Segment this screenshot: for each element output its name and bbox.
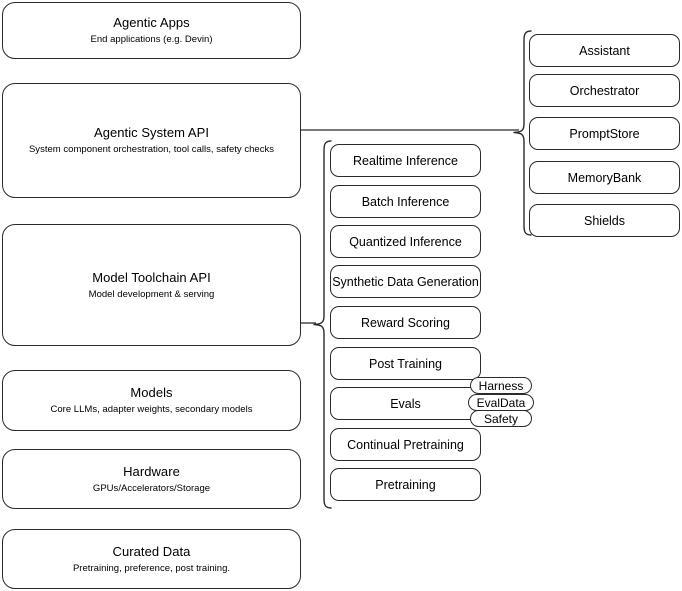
capability-pretraining[interactable]: Pretraining: [330, 468, 481, 501]
layer-subtitle: End applications (e.g. Devin): [90, 34, 213, 45]
system-component-assistant[interactable]: Assistant: [529, 34, 680, 67]
capability-batch-inference[interactable]: Batch Inference: [330, 185, 481, 218]
capability-label: Reward Scoring: [361, 315, 450, 330]
capability-reward-scoring[interactable]: Reward Scoring: [330, 306, 481, 339]
capability-label: Realtime Inference: [353, 153, 458, 168]
capability-label: Continual Pretraining: [347, 437, 464, 452]
layer-subtitle: System component orchestration, tool cal…: [28, 144, 275, 155]
capability-label: Evals: [390, 396, 421, 411]
system-component-label: PromptStore: [569, 126, 640, 141]
eval-subcomponent-label: EvalData: [476, 395, 526, 410]
layer-curated-data[interactable]: Curated Data Pretraining, preference, po…: [2, 529, 301, 589]
capability-synthetic-data-generation[interactable]: Synthetic Data Generation: [330, 265, 481, 298]
layer-subtitle: Pretraining, preference, post training.: [72, 562, 231, 574]
capability-continual-pretraining[interactable]: Continual Pretraining: [330, 428, 481, 461]
system-component-shields[interactable]: Shields: [529, 204, 680, 237]
eval-subcomponent-label: Safety: [483, 411, 519, 426]
system-component-memorybank[interactable]: MemoryBank: [529, 161, 680, 194]
eval-subcomponent-label: Harness: [478, 378, 524, 393]
layer-title: Curated Data: [112, 543, 191, 559]
layer-title: Models: [130, 385, 173, 400]
layer-agentic-system-api[interactable]: Agentic System API System component orch…: [2, 83, 301, 198]
capability-realtime-inference[interactable]: Realtime Inference: [330, 144, 481, 177]
eval-subcomponent-evaldata[interactable]: EvalData: [468, 394, 534, 411]
layer-title: Model Toolchain API: [92, 269, 211, 285]
connector-system-api-to-components: [300, 129, 519, 131]
layer-subtitle: GPUs/Accelerators/Storage: [92, 482, 211, 494]
layer-subtitle: Model development & serving: [88, 288, 215, 300]
capability-label: Quantized Inference: [349, 234, 462, 249]
layer-title: Agentic System API: [93, 125, 210, 140]
capability-label: Pretraining: [375, 477, 436, 492]
layer-models[interactable]: Models Core LLMs, adapter weights, secon…: [2, 370, 301, 431]
layer-title: Hardware: [123, 463, 180, 479]
system-component-label: Orchestrator: [569, 83, 640, 98]
layer-title: Agentic Apps: [113, 15, 190, 30]
layer-model-toolchain-api[interactable]: Model Toolchain API Model development & …: [2, 224, 301, 346]
capability-post-training[interactable]: Post Training: [330, 347, 481, 380]
capability-label: Batch Inference: [361, 194, 450, 209]
eval-subcomponent-harness[interactable]: Harness: [470, 377, 532, 394]
system-component-label: MemoryBank: [567, 170, 642, 185]
system-component-label: Shields: [584, 213, 625, 228]
layer-subtitle: Core LLMs, adapter weights, secondary mo…: [50, 404, 253, 415]
system-component-label: Assistant: [579, 43, 630, 58]
eval-subcomponent-safety[interactable]: Safety: [470, 410, 532, 427]
capability-quantized-inference[interactable]: Quantized Inference: [330, 225, 481, 258]
connector-toolchain-to-capabilities: [300, 322, 316, 324]
system-component-orchestrator[interactable]: Orchestrator: [529, 74, 680, 107]
layer-agentic-apps[interactable]: Agentic Apps End applications (e.g. Devi…: [2, 2, 301, 59]
capability-label: Post Training: [369, 356, 442, 371]
system-component-promptstore[interactable]: PromptStore: [529, 117, 680, 150]
capability-label: Synthetic Data Generation: [332, 274, 479, 289]
brace-toolchain-capabilities: [313, 140, 332, 509]
capability-evals[interactable]: Evals: [330, 387, 481, 420]
layer-hardware[interactable]: Hardware GPUs/Accelerators/Storage: [2, 449, 301, 509]
